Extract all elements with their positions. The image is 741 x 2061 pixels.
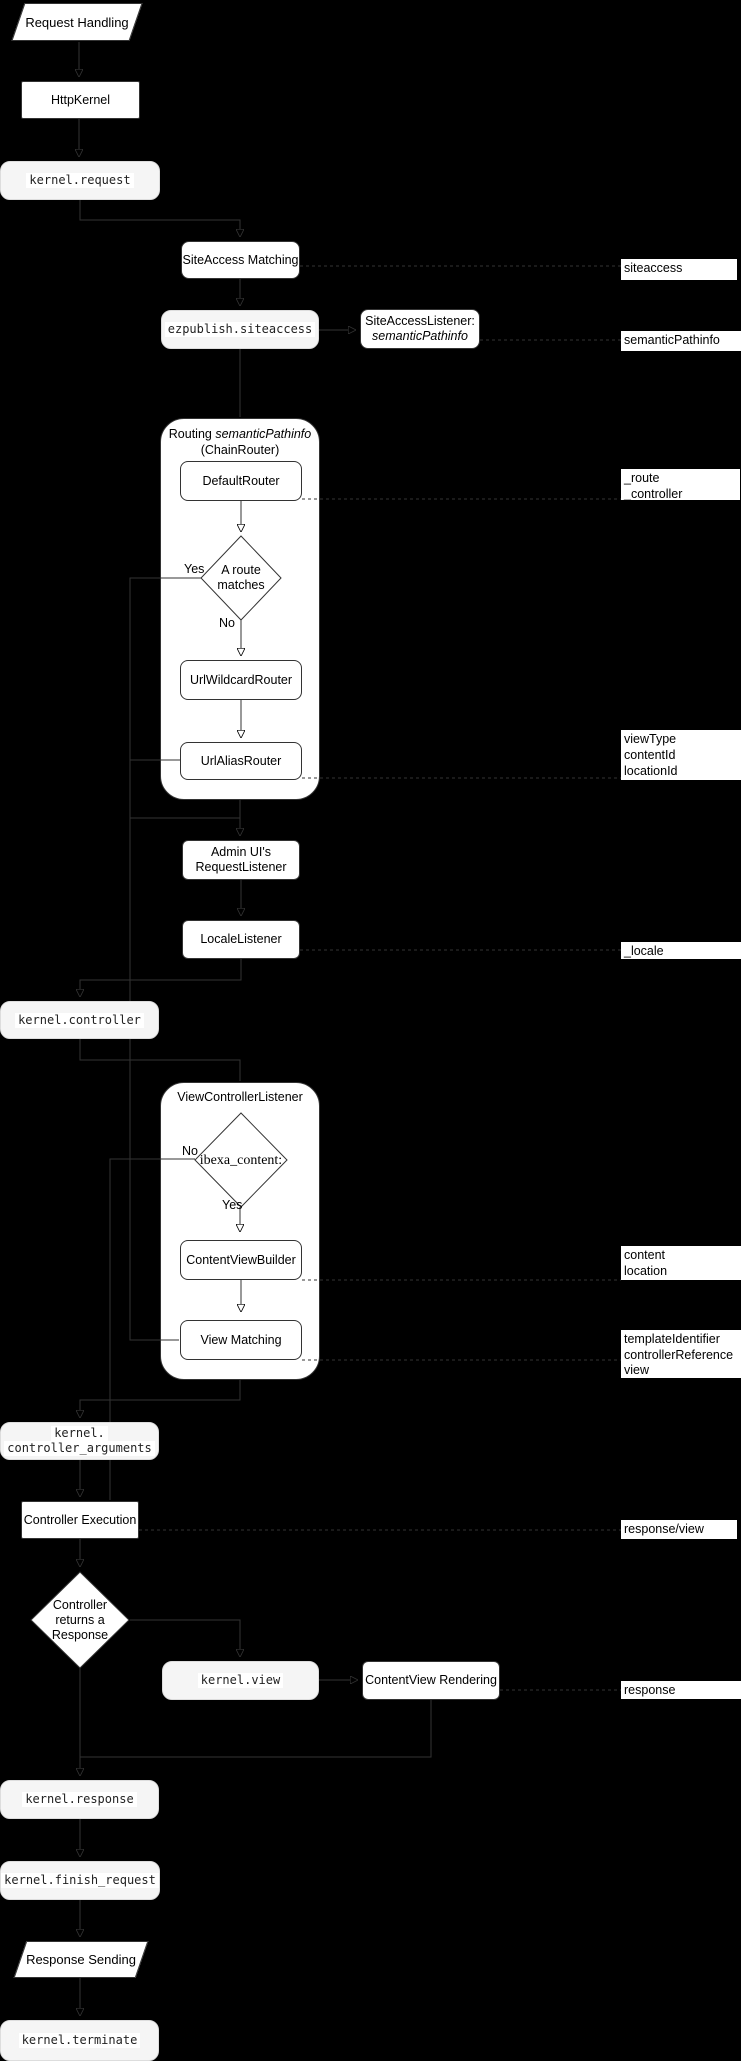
kernel-view-event: kernel.view	[162, 1661, 319, 1700]
route-controller-annotation: _route _controller	[621, 469, 740, 501]
url-wildcard-router-label: UrlWildcardRouter	[189, 672, 293, 687]
content-view-rendering-label: ContentView Rendering	[365, 1673, 497, 1687]
siteaccess-listener-node: SiteAccessListener: semanticPathinfo	[360, 309, 480, 349]
siteaccess-matching-label: SiteAccess Matching	[182, 252, 299, 267]
content-view-builder-label: ContentViewBuilder	[186, 1252, 296, 1267]
diamond-shape	[194, 1112, 288, 1208]
routing-title-variable: semanticPathinfo	[215, 427, 312, 441]
request-handling-start: Request Handling	[11, 3, 143, 41]
ezpublish-siteaccess-label: ezpublish.siteaccess	[164, 322, 316, 337]
kernel-response-event: kernel.response	[0, 1780, 159, 1819]
route-matches-no-label: No	[219, 616, 235, 630]
viewtype-annotation: viewType contentId locationId	[621, 730, 741, 780]
http-kernel-label: HttpKernel	[50, 92, 111, 107]
siteaccess-matching-node: SiteAccess Matching	[181, 241, 300, 279]
locale-listener-label: LocaleListener	[200, 932, 282, 946]
route-matches-label: A route matches	[217, 563, 265, 592]
ibexa-content-no-label: No	[182, 1144, 198, 1158]
url-wildcard-router-node: UrlWildcardRouter	[180, 660, 302, 700]
response-annotation: response	[621, 1681, 741, 1699]
content-view-rendering-node: ContentView Rendering	[362, 1661, 500, 1700]
kernel-response-label: kernel.response	[22, 1792, 137, 1807]
controller-returns-response-decision: Controller returns a Response	[30, 1571, 130, 1669]
view-matching-node: View Matching	[180, 1320, 302, 1360]
default-router-label: DefaultRouter	[202, 473, 280, 488]
kernel-controller-event: kernel.controller	[0, 1001, 159, 1039]
admin-request-listener-node: Admin UI's RequestListener	[182, 840, 300, 880]
kernel-finish-request-label: kernel.finish_request	[1, 1873, 159, 1888]
semantic-pathinfo-annotation: semanticPathinfo	[621, 331, 741, 351]
ezpublish-siteaccess-event: ezpublish.siteaccess	[161, 310, 319, 349]
http-kernel-node: HttpKernel	[21, 81, 140, 119]
siteaccess-listener-line2: semanticPathinfo	[372, 329, 468, 343]
siteaccess-listener-line1: SiteAccessListener:	[365, 314, 475, 328]
kernel-view-label: kernel.view	[197, 1673, 284, 1688]
controller-execution-label: Controller Execution	[23, 1512, 137, 1527]
route-matches-decision: A route matches	[200, 535, 282, 621]
default-router-node: DefaultRouter	[180, 461, 302, 501]
content-view-builder-node: ContentViewBuilder	[180, 1240, 302, 1280]
kernel-controller-label: kernel.controller	[15, 1012, 144, 1028]
response-sending-label: Response Sending	[26, 1952, 136, 1967]
view-annotation: view	[621, 1361, 741, 1378]
controller-returns-response-label: Controller returns a Response	[51, 1597, 109, 1642]
ibexa-content-yes-label: Yes	[222, 1198, 243, 1212]
template-identifier-annotation: templateIdentifier controllerReference	[621, 1330, 741, 1362]
vcl-container-title: ViewControllerListener	[177, 1090, 303, 1104]
url-alias-router-label: UrlAliasRouter	[200, 753, 282, 768]
request-handling-label: Request Handling	[25, 14, 129, 30]
routing-title-line1: Routing semanticPathinfo	[160, 426, 320, 442]
kernel-terminate-event: kernel.terminate	[0, 2020, 159, 2061]
view-matching-label: View Matching	[200, 1332, 282, 1347]
kernel-request-event: kernel.request	[0, 161, 160, 200]
kernel-finish-request-event: kernel.finish_request	[0, 1861, 160, 1900]
ibexa-content-decision: ibexa_content:	[194, 1112, 288, 1208]
ibexa-content-label: ibexa_content:	[199, 1152, 283, 1168]
routing-subtitle: (ChainRouter)	[200, 443, 280, 457]
routing-title-word: Routing	[168, 427, 212, 441]
locale-annotation: _locale	[621, 942, 741, 959]
response-sending-node: Response Sending	[13, 1941, 149, 1978]
kernel-terminate-label: kernel.terminate	[18, 2033, 141, 2048]
controller-execution-node: Controller Execution	[21, 1501, 139, 1539]
kernel-controller-arguments-line1: kernel.	[51, 1426, 108, 1441]
response-view-annotation: response/view	[621, 1520, 737, 1539]
siteaccess-annotation: siteaccess	[621, 259, 737, 280]
routing-container-title: Routing semanticPathinfo (ChainRouter)	[160, 426, 320, 458]
content-location-annotation: content location	[621, 1246, 741, 1280]
route-matches-yes-label: Yes	[184, 562, 205, 576]
kernel-request-label: kernel.request	[26, 173, 134, 188]
locale-listener-node: LocaleListener	[182, 920, 300, 959]
kernel-controller-arguments-line2: controller_arguments	[4, 1441, 155, 1456]
kernel-controller-arguments-event: kernel. controller_arguments	[0, 1422, 159, 1460]
url-alias-router-node: UrlAliasRouter	[180, 742, 302, 780]
